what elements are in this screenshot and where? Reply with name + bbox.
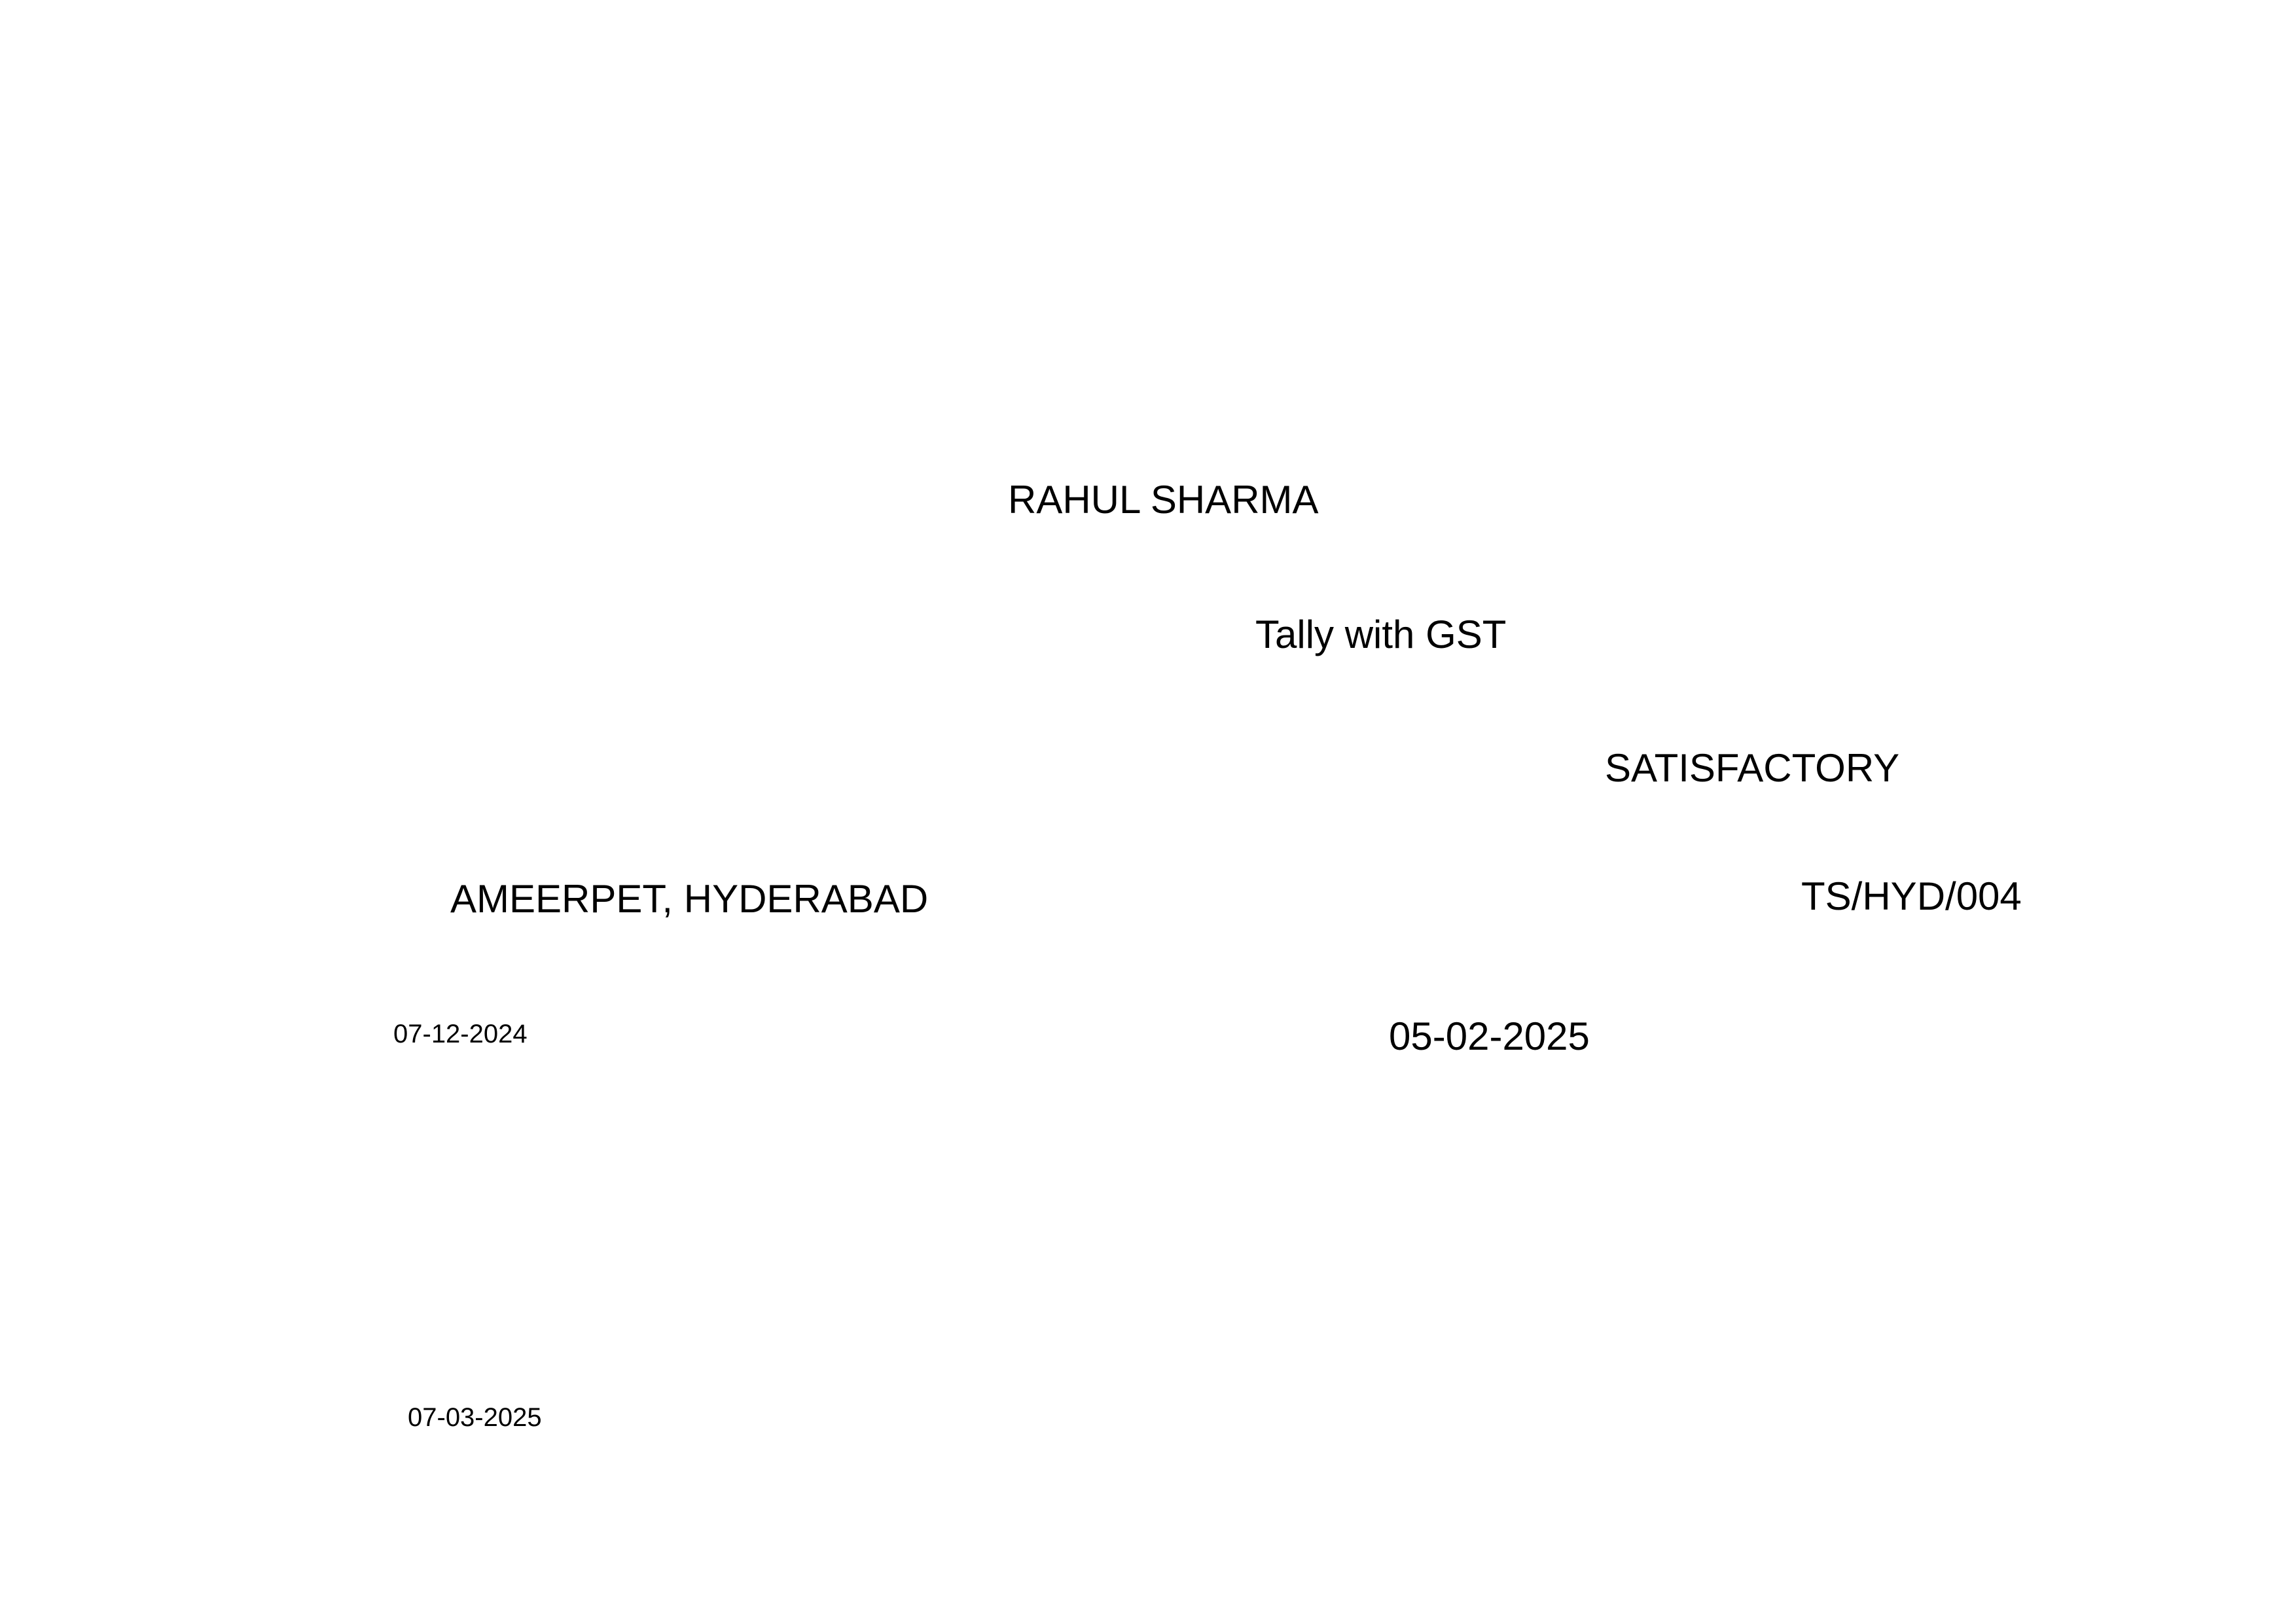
issue-date: 07-03-2025: [408, 1403, 542, 1432]
centre-address: AMEERPET, HYDERABAD: [450, 877, 929, 921]
course-name: Tally with GST: [1255, 613, 1507, 656]
course-end-date: 05-02-2025: [1389, 1014, 1590, 1058]
result-grade: SATISFACTORY: [1605, 746, 1900, 790]
course-start-date: 07-12-2024: [393, 1020, 528, 1048]
student-name: RAHUL SHARMA: [1008, 478, 1319, 522]
centre-code: TS/HYD/004: [1801, 874, 2022, 918]
